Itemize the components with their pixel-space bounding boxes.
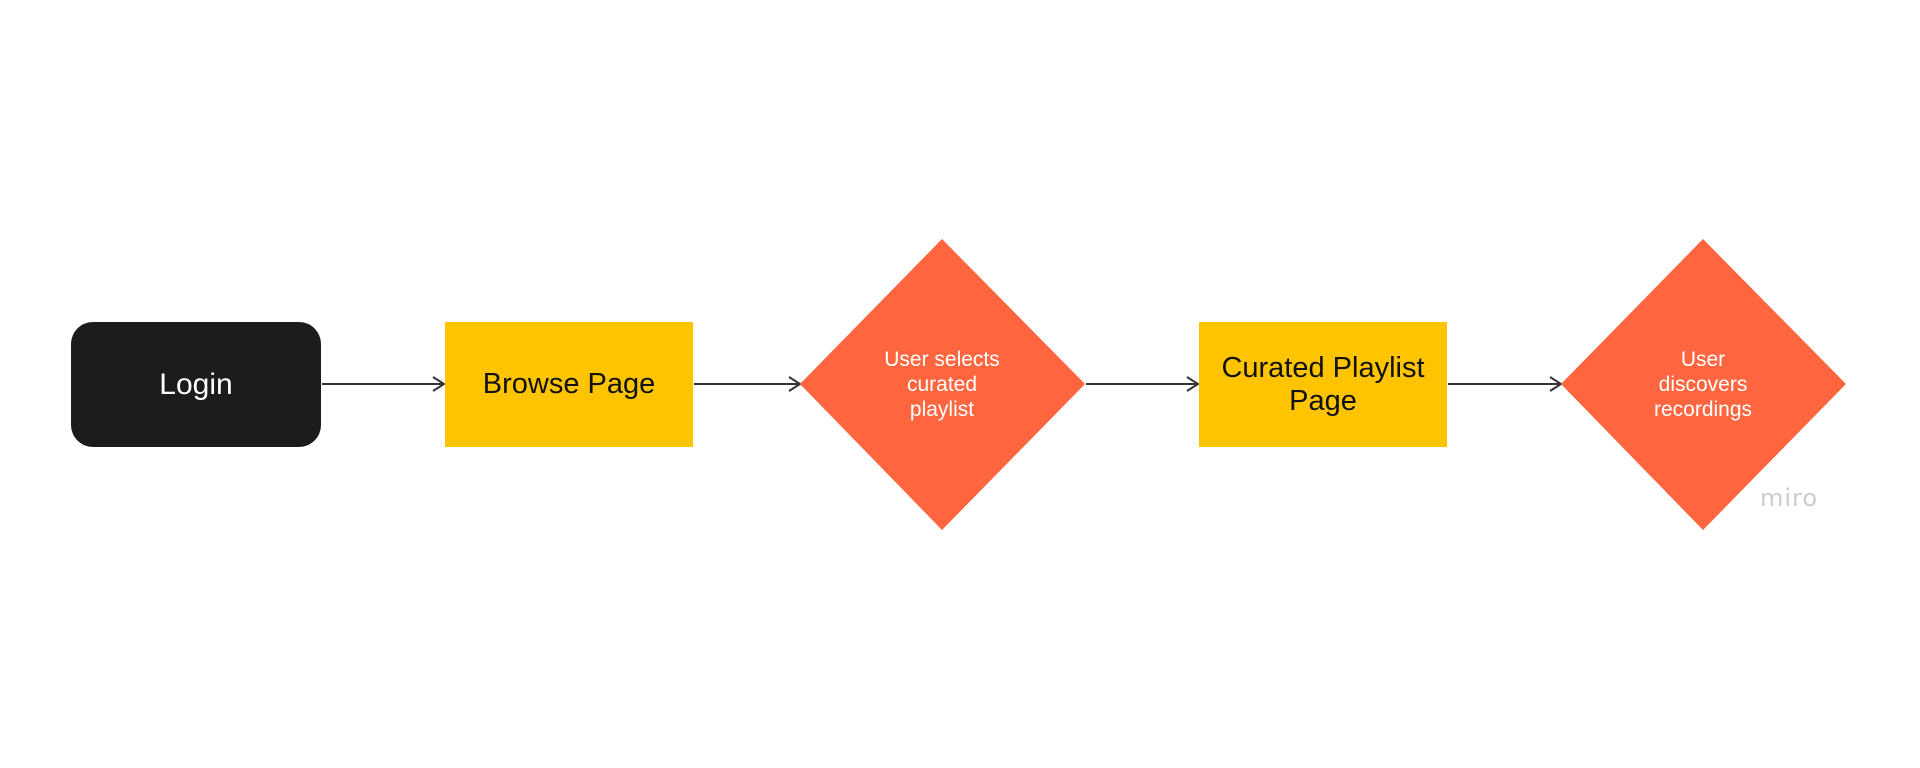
playlist-line-2: Page — [1289, 384, 1357, 417]
decision-2-line-1: User — [1680, 347, 1726, 371]
process-browse-page[interactable]: Browse Page — [445, 322, 693, 447]
process-curated-playlist-page[interactable]: Curated Playlist Page — [1199, 322, 1447, 447]
decision-user-selects-playlist[interactable] — [800, 239, 1085, 530]
browse-page-label: Browse Page — [482, 368, 656, 400]
miro-watermark: miro — [1760, 484, 1819, 512]
decision-2-line-2: discovers — [1658, 372, 1748, 396]
decision-1-line-2: curated — [906, 372, 978, 396]
decision-1-line-1: User selects — [884, 347, 1000, 371]
terminal-login[interactable]: Login — [71, 322, 321, 447]
playlist-line-1: Curated Playlist — [1221, 351, 1425, 384]
decision-2-line-3: recordings — [1653, 397, 1753, 421]
decision-user-discovers-label: User discovers recordings — [1633, 324, 1773, 444]
decision-user-selects-label: User selects curated playlist — [872, 324, 1012, 444]
login-label: Login — [159, 367, 233, 401]
decision-1-line-3: playlist — [909, 397, 975, 421]
decision-user-discovers-recordings[interactable] — [1561, 239, 1846, 530]
